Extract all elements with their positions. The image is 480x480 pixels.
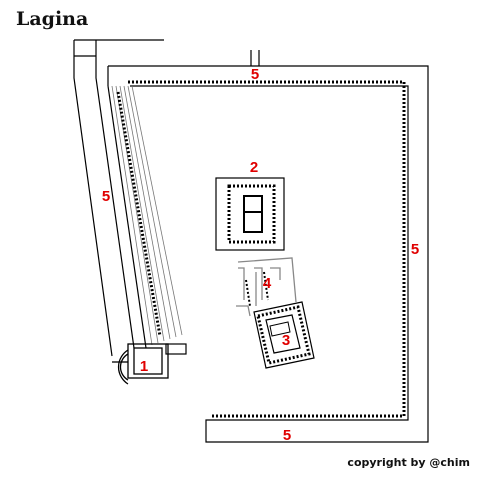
label-temple: 3 <box>282 332 290 349</box>
enclosure-colonnade <box>128 80 406 418</box>
propylon <box>112 343 169 385</box>
altar <box>215 177 285 251</box>
temple <box>253 301 315 369</box>
enclosure-wall <box>107 65 429 443</box>
label-enclosure-right: 5 <box>411 241 419 258</box>
west-stoa <box>73 39 164 357</box>
north-gate <box>250 50 260 66</box>
label-foundations: 4 <box>263 275 272 292</box>
west-stoa-colonnade <box>116 91 162 337</box>
map-title: Lagina <box>16 8 89 30</box>
copyright-note: copyright by @chim <box>347 456 470 469</box>
label-propylon: 1 <box>140 358 148 375</box>
label-enclosure-top: 5 <box>251 66 259 83</box>
foundations <box>236 257 297 317</box>
label-stoa-left: 5 <box>102 188 110 205</box>
label-altar: 2 <box>250 159 258 176</box>
west-stoa-ends <box>74 55 187 355</box>
west-stoa-lines <box>111 85 183 346</box>
foundations-black <box>245 271 269 307</box>
label-enclosure-bottom: 5 <box>283 427 291 444</box>
